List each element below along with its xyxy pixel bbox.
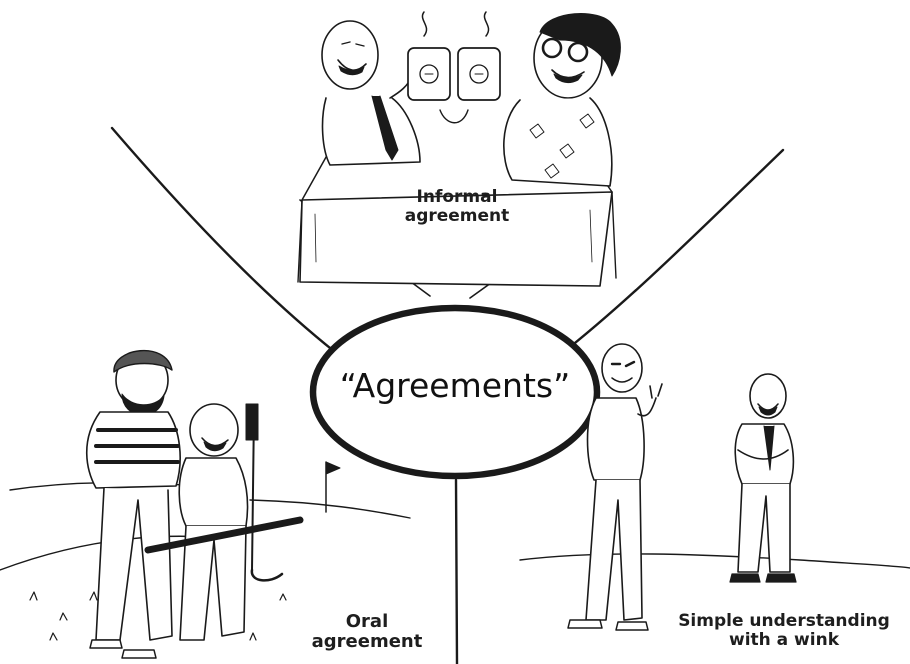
wink-agreement-line2: with a wink <box>728 630 839 651</box>
informal-agreement-label: Informal agreement <box>372 187 542 227</box>
informal-agreement-line2: agreement <box>404 206 510 227</box>
informal-agreement-illustration <box>297 11 621 287</box>
wink-illustration <box>519 343 910 631</box>
center-ellipse <box>309 304 601 480</box>
oral-agreement-line2: agreement <box>311 631 423 653</box>
connector-line-right <box>558 148 785 357</box>
wink-agreement-line1: Simple understanding <box>678 611 890 631</box>
connector-line-left <box>110 126 337 354</box>
oral-agreement-label: Oral agreement <box>282 611 452 653</box>
informal-agreement-line1: Informal <box>416 187 498 207</box>
diagram-center-title: “Agreements” <box>339 366 571 405</box>
oral-agreement-illustration <box>0 349 411 659</box>
oral-agreement-line1: Oral <box>345 611 389 632</box>
wink-agreement-label: Simple understanding with a wink <box>660 611 908 651</box>
connector-line-bottom <box>454 478 459 664</box>
